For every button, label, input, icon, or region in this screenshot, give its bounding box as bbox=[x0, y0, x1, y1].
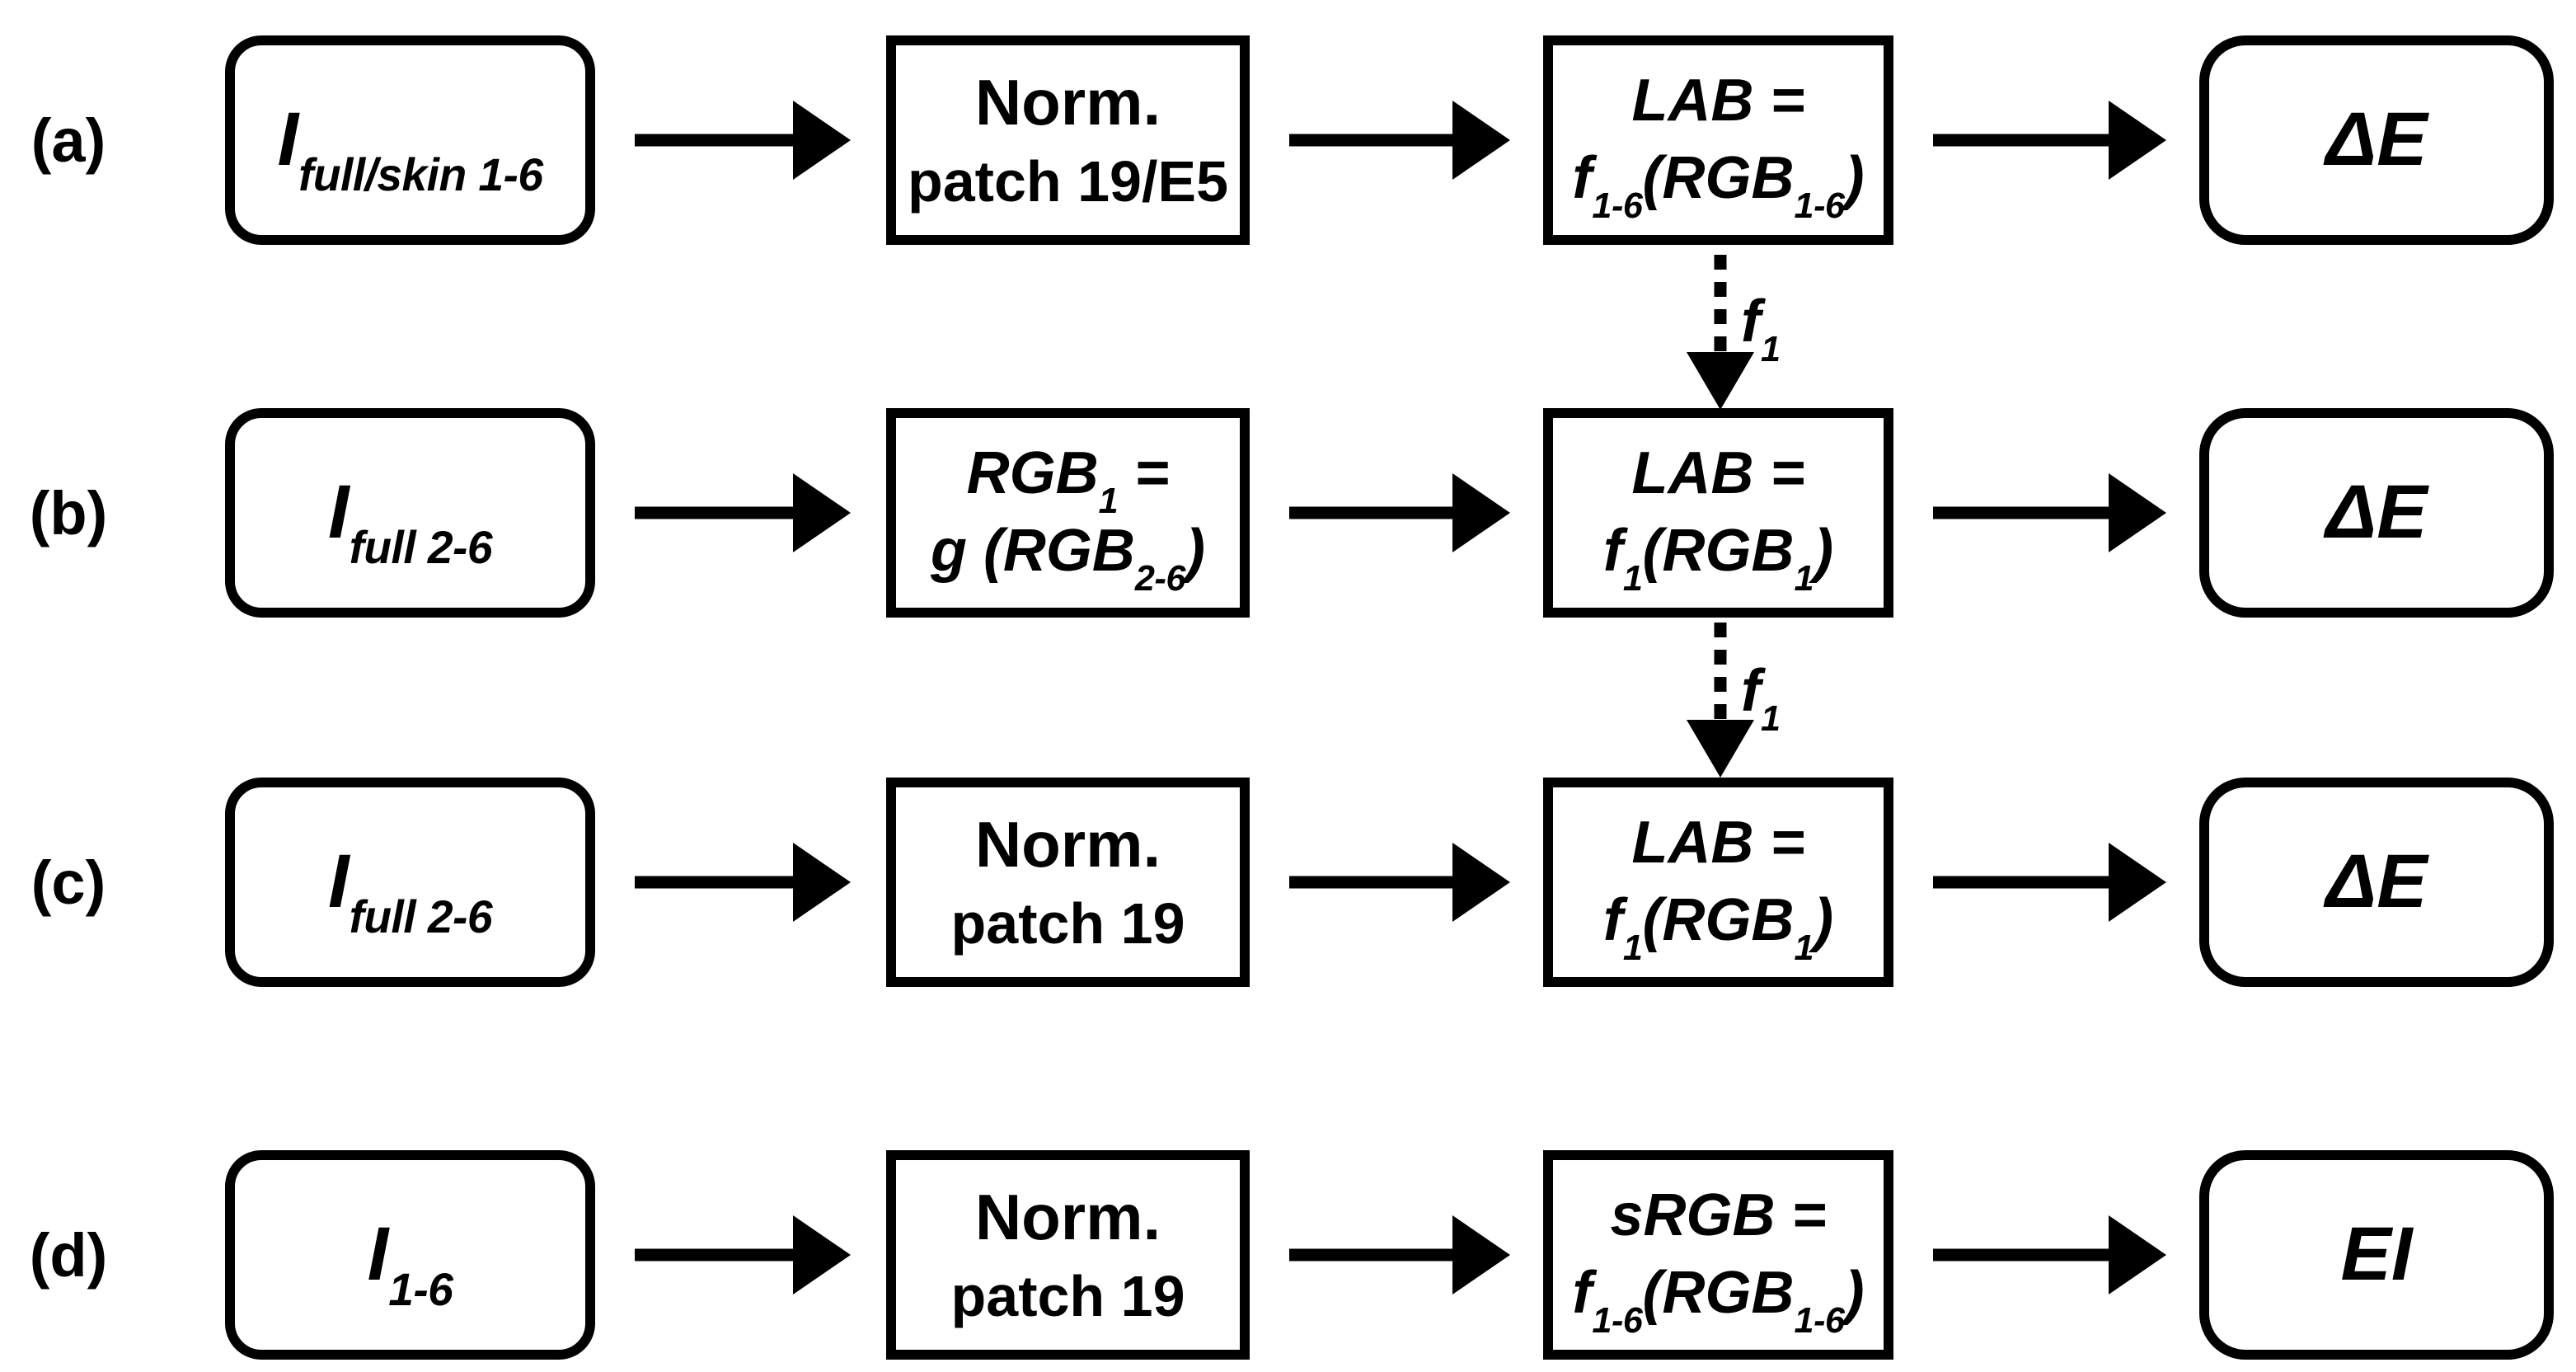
arrow-right-icon bbox=[1933, 843, 2166, 922]
norm-box-c: Norm. patch 19 bbox=[886, 778, 1250, 987]
arrow-right-icon bbox=[1933, 1215, 2166, 1294]
mapping-box-a: LAB = f1-6(RGB1-6) bbox=[1543, 35, 1893, 245]
norm-box-d: Norm. patch 19 bbox=[886, 1150, 1250, 1360]
dotted-arrow-down-icon bbox=[1687, 623, 1754, 778]
arrow-right-icon bbox=[635, 1215, 851, 1294]
rgb-transform-box-b: RGB1 = g (RGB2-6) bbox=[886, 408, 1250, 618]
input-node-a: Ifull/skin 1-6 bbox=[225, 35, 595, 245]
input-node-d: I1-6 bbox=[225, 1150, 595, 1360]
delta-e-node-b: ΔE bbox=[2199, 408, 2554, 618]
input-node-c: Ifull 2-6 bbox=[225, 778, 595, 987]
arrow-right-icon bbox=[1289, 101, 1510, 180]
mapping-box-b: LAB = f1(RGB1) bbox=[1543, 408, 1893, 618]
arrow-right-icon bbox=[1289, 1215, 1510, 1294]
delta-e-node-c: ΔE bbox=[2199, 778, 2554, 987]
arrow-right-icon bbox=[635, 843, 851, 922]
arrow-right-icon bbox=[1933, 101, 2166, 180]
row-label-b: (b) bbox=[29, 478, 108, 547]
arrow-right-icon bbox=[1289, 473, 1510, 552]
arrow-right-icon bbox=[635, 473, 851, 552]
srgb-mapping-box-d: sRGB = f1-6(RGB1-6) bbox=[1543, 1150, 1893, 1360]
norm-box-a: Norm. patch 19/E5 bbox=[886, 35, 1250, 245]
row-label-a: (a) bbox=[30, 106, 106, 175]
arrow-right-icon bbox=[635, 101, 851, 180]
delta-e-node-a: ΔE bbox=[2199, 35, 2554, 245]
dotted-arrow-down-icon bbox=[1687, 255, 1754, 410]
mapping-box-c: LAB = f1(RGB1) bbox=[1543, 778, 1893, 987]
input-node-b: Ifull 2-6 bbox=[225, 408, 595, 618]
arrow-right-icon bbox=[1933, 473, 2166, 552]
f1-connector-label: f1 bbox=[1741, 289, 1781, 370]
f1-connector-label: f1 bbox=[1741, 658, 1781, 740]
ei-node-d: EI bbox=[2199, 1150, 2554, 1360]
arrow-right-icon bbox=[1289, 843, 1510, 922]
row-label-c: (c) bbox=[30, 848, 106, 917]
row-label-d: (d) bbox=[29, 1220, 108, 1290]
